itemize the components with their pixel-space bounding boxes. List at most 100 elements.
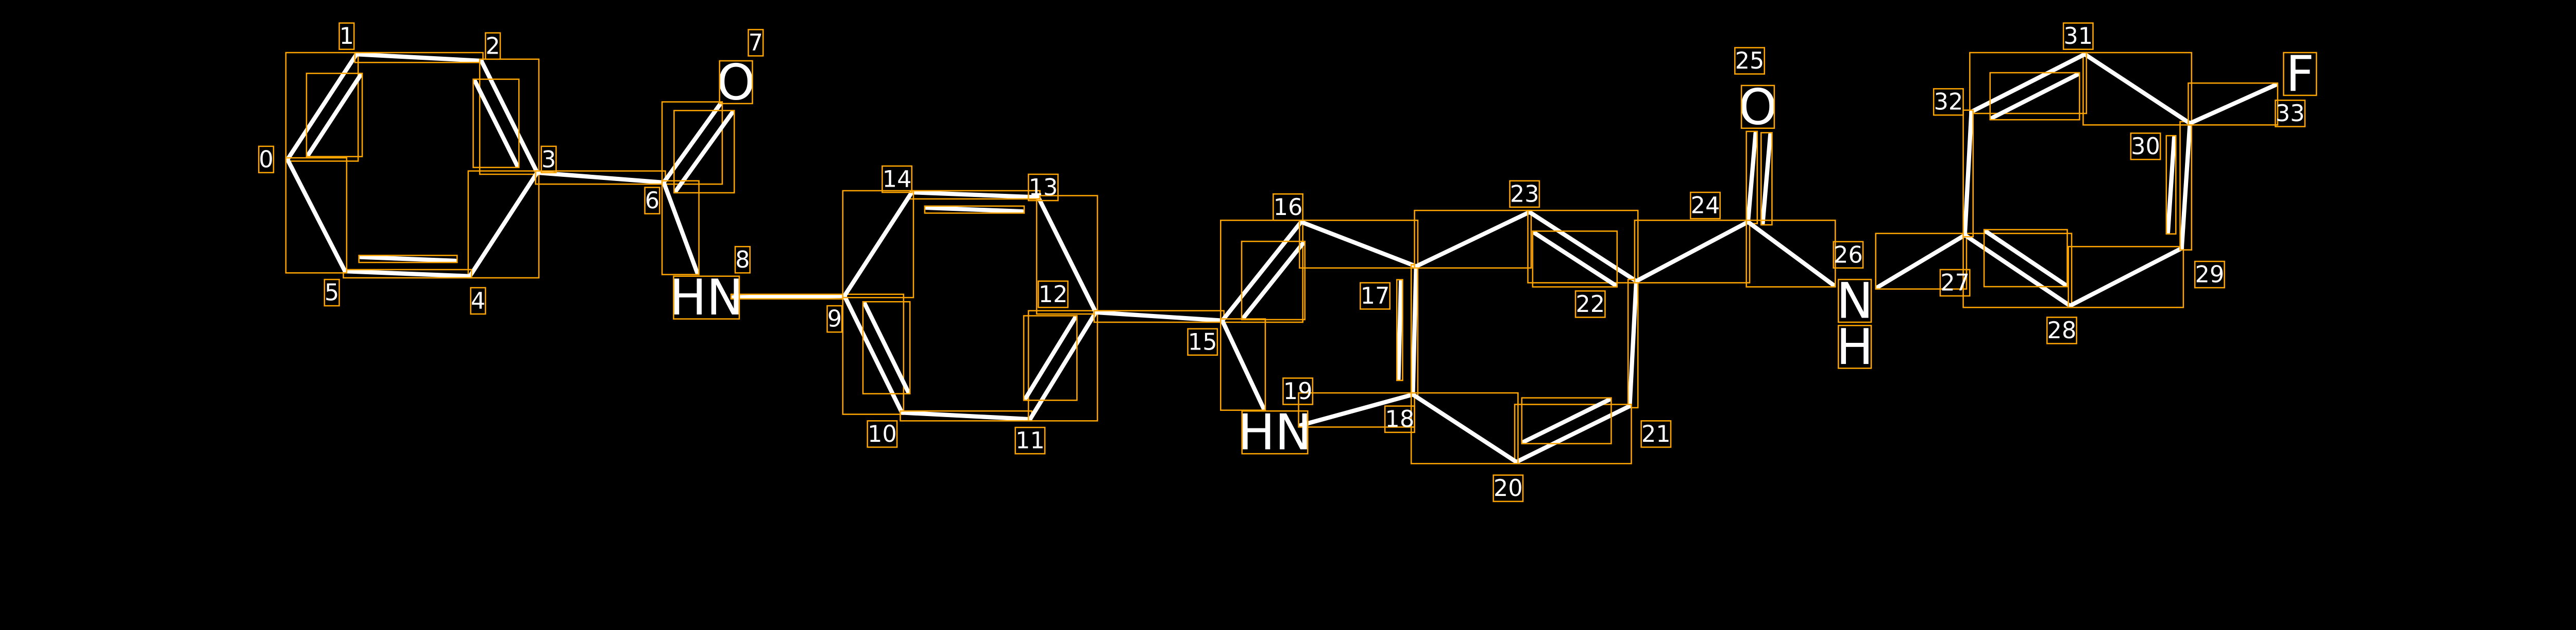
bond-bbox: [1983, 229, 2068, 288]
bond-bbox: [1299, 220, 1419, 269]
bond-bbox: [1219, 318, 1266, 411]
bond-line: [1514, 404, 1632, 465]
single-bond: [354, 52, 484, 63]
bond-line: [1962, 109, 1974, 238]
bond-bbox: [1532, 230, 1618, 288]
bond-line: [1962, 233, 2073, 308]
atom-33: 33F: [2275, 45, 2317, 127]
bond-line: [1745, 220, 1836, 288]
bond-line: [535, 170, 666, 185]
bond-line: [1969, 52, 2087, 114]
bond-bbox: [1760, 132, 1773, 226]
bond-bbox: [842, 190, 914, 299]
bond-line: [2188, 82, 2278, 126]
atom-27: 27: [1939, 269, 1971, 297]
atom-7: 7O: [717, 29, 764, 111]
atom-32: 32: [1933, 88, 1964, 116]
atom-11: 11: [1014, 426, 1046, 455]
element-label: F: [2286, 45, 2314, 103]
atom-28: 28: [2046, 317, 2077, 344]
atom-18: 18: [1384, 405, 1415, 433]
atom-index-label: 6: [645, 187, 659, 214]
index-bbox: [324, 278, 340, 307]
index-bbox: [540, 145, 557, 174]
atom-index-label: 8: [735, 246, 750, 273]
bond-bbox: [1989, 72, 2080, 121]
bond-line: [467, 170, 539, 278]
single-bond: [1962, 109, 1974, 238]
element-bbox: [1740, 85, 1775, 129]
bond-line: [1411, 392, 1519, 465]
atom-0: 0: [258, 145, 275, 174]
index-bbox: [2062, 22, 2094, 50]
double-bond: [1962, 229, 2073, 308]
index-bbox: [470, 287, 486, 315]
single-bond: [1036, 195, 1098, 315]
index-bbox: [1689, 191, 1721, 220]
single-bond: [1414, 209, 1532, 269]
atom-index-label: 7: [749, 29, 763, 56]
atom-8: 8HN: [669, 246, 751, 326]
bond-line: [479, 58, 539, 175]
bond-bbox: [1969, 52, 2088, 114]
atom-index-label: 21: [1641, 421, 1671, 447]
atom-31: 31: [2062, 22, 2094, 50]
index-bbox: [1833, 241, 1864, 269]
double-bond: [285, 52, 363, 162]
atom-6: 6: [644, 187, 660, 214]
double-bond: [1745, 130, 1773, 226]
bonds-layer: [285, 52, 2279, 465]
atom-index-label: 23: [1510, 180, 1539, 207]
double-bond: [1396, 264, 1419, 397]
element-label: H: [1836, 318, 1873, 376]
index-bbox: [2275, 100, 2306, 127]
bond-line-inner: [358, 255, 458, 263]
single-bond: [1410, 392, 1519, 465]
index-bbox: [1640, 420, 1672, 448]
element-label: O: [717, 53, 755, 111]
atom-21: 21: [1640, 420, 1672, 448]
index-bbox: [1939, 269, 1971, 297]
atom-index-label: 0: [259, 146, 273, 173]
bond-line: [731, 293, 847, 300]
bond-line: [1411, 264, 1418, 397]
bond-bbox: [2165, 135, 2177, 235]
element-bbox: [1837, 278, 1872, 323]
bond-bbox: [354, 52, 484, 63]
bond-line: [1093, 310, 1225, 323]
atom-1: 1: [338, 22, 355, 50]
atom-index-label: 19: [1283, 378, 1313, 405]
element-label: O: [1738, 78, 1777, 136]
bond-line: [1220, 318, 1266, 411]
atom-index-label: 30: [2131, 133, 2160, 160]
bond-bbox: [661, 101, 723, 185]
bond-line: [285, 52, 359, 162]
double-bond: [343, 255, 472, 279]
atom-index-label: 31: [2063, 23, 2093, 49]
index-bbox: [1038, 280, 1069, 308]
atom-15: 15: [1187, 328, 1218, 356]
index-bbox: [485, 32, 501, 60]
atom-index-label: 12: [1039, 281, 1068, 308]
bond-bbox: [1627, 278, 1639, 409]
single-bond: [661, 180, 700, 275]
bond-bbox: [1410, 392, 1519, 465]
bond-line: [1628, 279, 1639, 408]
single-bond: [1219, 318, 1266, 411]
bond-bbox: [1241, 240, 1306, 321]
bond-line-inner: [1023, 315, 1078, 401]
atom-index-label: 18: [1385, 406, 1414, 433]
atom-index-label: 33: [2276, 100, 2305, 127]
bond-line-inner: [1521, 397, 1612, 444]
index-bbox: [1734, 47, 1766, 75]
atom-index-label: 24: [1691, 192, 1720, 219]
bond-line-inner: [1532, 230, 1618, 288]
atom-index-label: 26: [1834, 241, 1863, 268]
bond-bbox: [306, 73, 363, 158]
bond-bbox: [924, 205, 1025, 214]
index-bbox: [1574, 290, 1606, 318]
bond-line: [1028, 310, 1098, 422]
single-bond: [1745, 220, 1836, 288]
bond-line-inner: [1989, 72, 2080, 121]
element-label: HN: [1238, 404, 1312, 461]
